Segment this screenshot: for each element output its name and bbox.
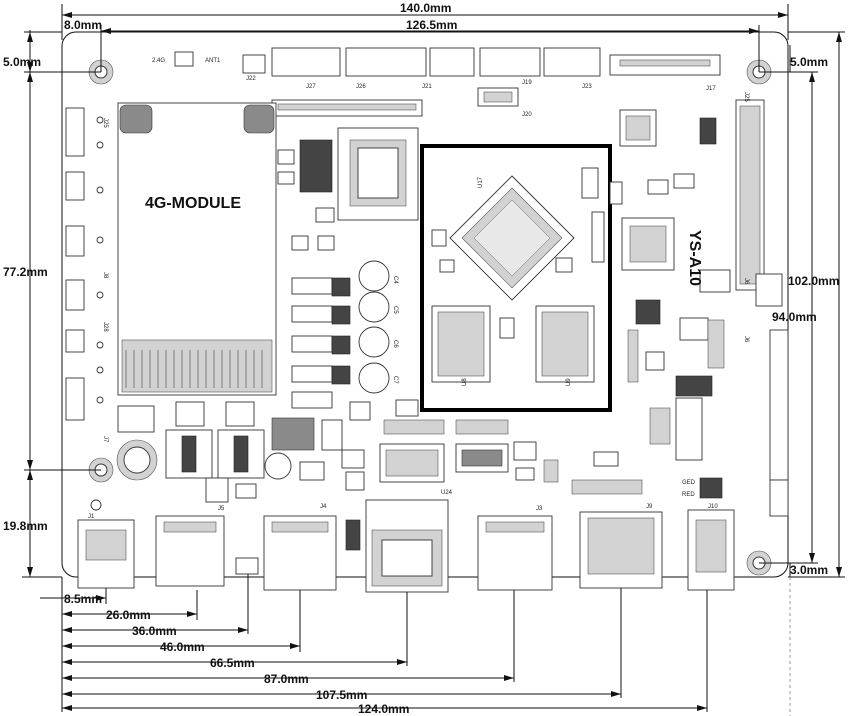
label-j17: J17 <box>706 86 716 92</box>
label-u9: U9 <box>566 378 572 386</box>
dim-bottom-3: 46.0mm <box>160 640 205 654</box>
label-j26: J26 <box>356 84 366 90</box>
label-j19: J19 <box>522 80 532 86</box>
arrow-heads <box>27 12 842 711</box>
label-j20: J20 <box>522 112 532 118</box>
dim-top-hole-spacing: 126.5mm <box>406 18 457 32</box>
label-ant1: ANT1 <box>205 58 221 64</box>
label-j6: J6 <box>743 278 749 285</box>
label-ged: GED <box>682 480 696 486</box>
dim-right-bottom-offset: 3.0mm <box>790 563 828 577</box>
label-j2: J7 <box>102 436 108 443</box>
model-label: YS-A10 <box>686 230 703 286</box>
dim-bottom-1: 26.0mm <box>106 608 151 622</box>
label-j5: J5 <box>218 506 225 512</box>
label-j4: J4 <box>320 504 327 510</box>
label-j27: J27 <box>306 84 316 90</box>
label-j1: J1 <box>88 514 95 520</box>
dim-bottom-0: 8.5mm <box>64 592 102 606</box>
dim-bottom-2: 36.0mm <box>132 624 177 638</box>
label-u24: U24 <box>441 490 453 496</box>
label-j25: J25 <box>102 118 108 128</box>
dim-bottom-7: 124.0mm <box>358 702 409 716</box>
label-j7: J8 <box>102 272 108 279</box>
right-components <box>609 99 789 517</box>
dim-right-top-offset: 5.0mm <box>790 55 828 69</box>
dimension-lines <box>22 4 845 712</box>
label-j3: J3 <box>536 506 543 512</box>
4g-module <box>117 102 277 396</box>
dim-right-hole-spacing: 94.0mm <box>772 310 817 324</box>
middle-components <box>271 127 419 451</box>
label-c5: C5 <box>392 306 398 314</box>
bottom-connectors <box>77 499 735 593</box>
label-j9: J9 <box>646 504 653 510</box>
label-j21: J21 <box>422 84 432 90</box>
label-j8: J6 <box>743 336 749 343</box>
label-c7: C7 <box>392 376 398 384</box>
dim-bottom-6: 107.5mm <box>316 688 367 702</box>
label-j10: J10 <box>708 504 718 510</box>
dim-top-total: 140.0mm <box>400 1 451 15</box>
label-c4: C4 <box>392 276 398 284</box>
bottom-ics <box>379 419 643 495</box>
top-connectors <box>174 47 721 117</box>
label-2-4g: 2.4G <box>152 58 165 64</box>
dim-left-hole-spacing: 77.2mm <box>3 265 48 279</box>
label-u17: U17 <box>478 176 484 188</box>
label-j22: J22 <box>246 76 256 82</box>
label-u8: U8 <box>462 378 468 386</box>
core-module <box>420 144 612 412</box>
dim-left-top-offset: 5.0mm <box>3 55 41 69</box>
dim-right-total: 102.0mm <box>788 274 839 288</box>
power-section <box>116 401 365 503</box>
dim-top-left-offset: 8.0mm <box>64 18 102 32</box>
dim-bottom-5: 87.0mm <box>264 672 309 686</box>
label-j28: J28 <box>102 322 108 332</box>
label-j23: J23 <box>582 84 592 90</box>
left-connectors <box>65 107 104 421</box>
label-c6: C6 <box>392 340 398 348</box>
label-j25r: J25 <box>743 92 749 102</box>
dim-bottom-4: 66.5mm <box>210 656 255 670</box>
label-red: RED <box>682 492 695 498</box>
dim-left-lower: 19.8mm <box>3 519 48 533</box>
module-label: 4G-MODULE <box>145 195 241 212</box>
